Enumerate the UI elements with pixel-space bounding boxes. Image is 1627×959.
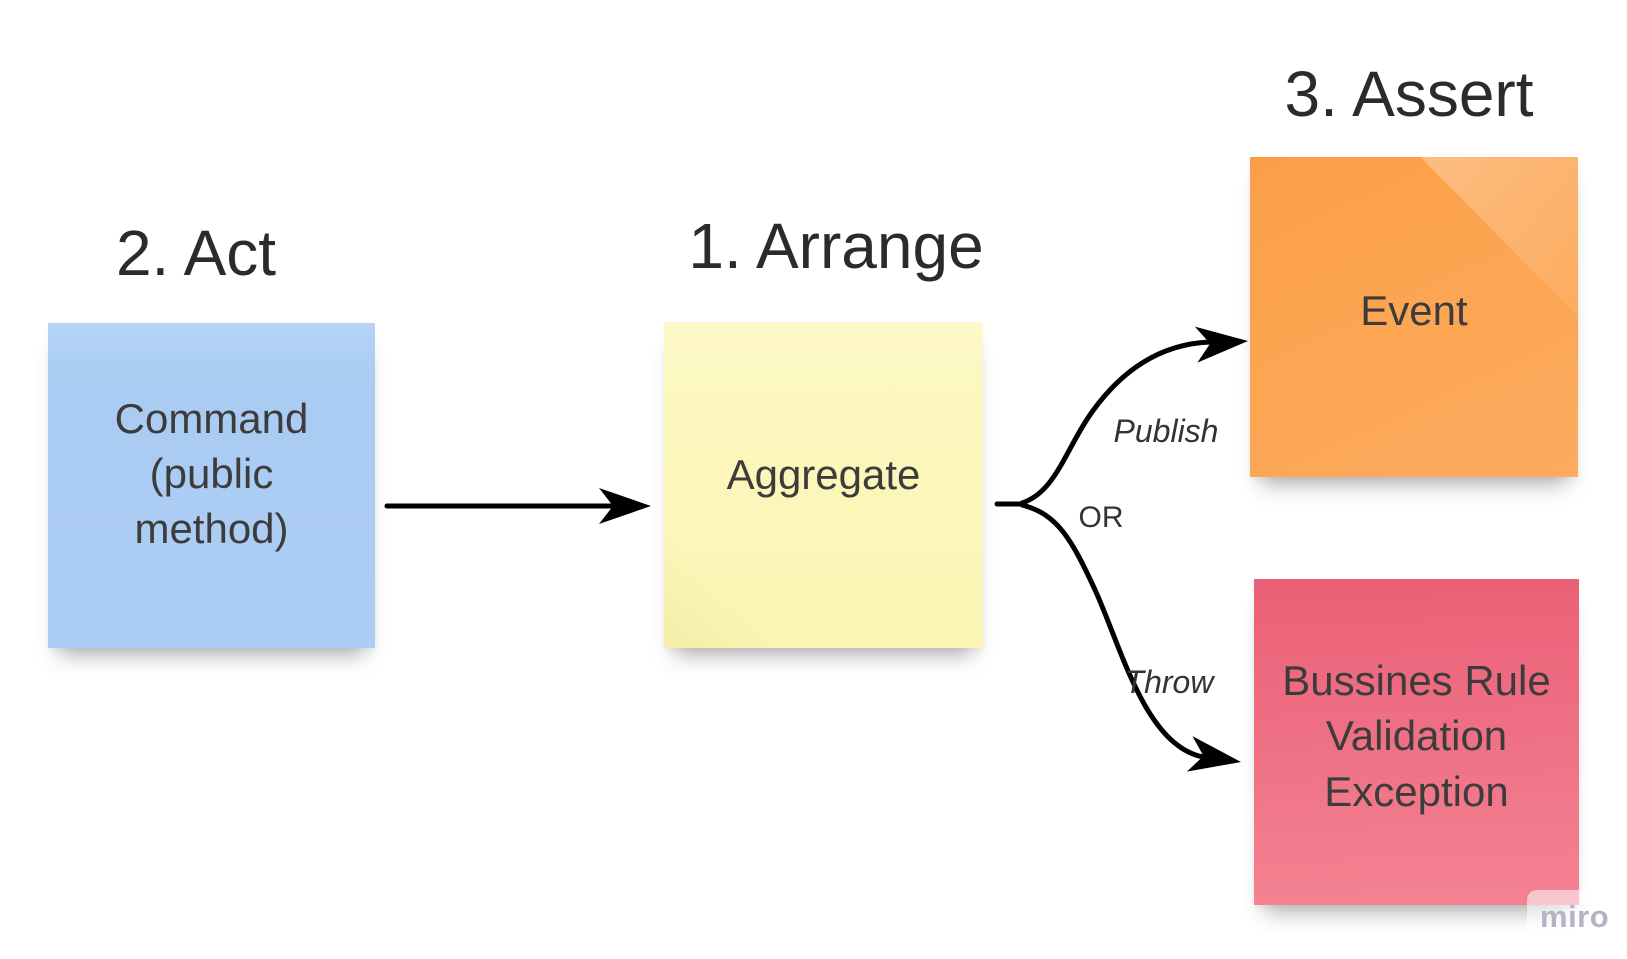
arrowhead-icon <box>1186 736 1241 772</box>
sticky-note-text: Aggregate <box>726 451 921 499</box>
sticky-note-command[interactable]: Command (public method) <box>48 323 375 648</box>
sticky-note-text: Event <box>1360 287 1468 335</box>
connector-label-throw[interactable]: Throw <box>1124 664 1214 700</box>
connector-line <box>1019 339 1213 506</box>
sticky-note-aggregate[interactable]: Aggregate <box>664 322 983 648</box>
connector-label-or[interactable]: OR <box>1078 501 1124 534</box>
step-label-act[interactable]: 2. Act <box>115 217 277 289</box>
sticky-note-event[interactable]: Event <box>1250 157 1578 477</box>
connector-label-publish[interactable]: Publish <box>1113 413 1219 449</box>
sticky-note-exception[interactable]: Bussines Rule Validation Exception <box>1254 579 1579 905</box>
connector-command-to-aggregate[interactable] <box>384 488 651 524</box>
miro-watermark-badge: miro <box>1527 890 1627 959</box>
arrowhead-icon <box>599 488 651 524</box>
connector-aggregate-to-exception[interactable] <box>1019 502 1244 780</box>
step-label-arrange[interactable]: 1. Arrange <box>688 210 984 282</box>
arrowhead-icon <box>1194 326 1248 363</box>
step-label-assert[interactable]: 3. Assert <box>1284 58 1534 130</box>
sticky-note-text: Command (public method) <box>114 394 309 552</box>
sticky-note-text: Bussines Rule Validation Exception <box>1282 657 1551 815</box>
connector-aggregate-to-event[interactable] <box>994 323 1249 507</box>
connector-line <box>1019 502 1206 760</box>
miro-logo: miro <box>1540 899 1610 934</box>
